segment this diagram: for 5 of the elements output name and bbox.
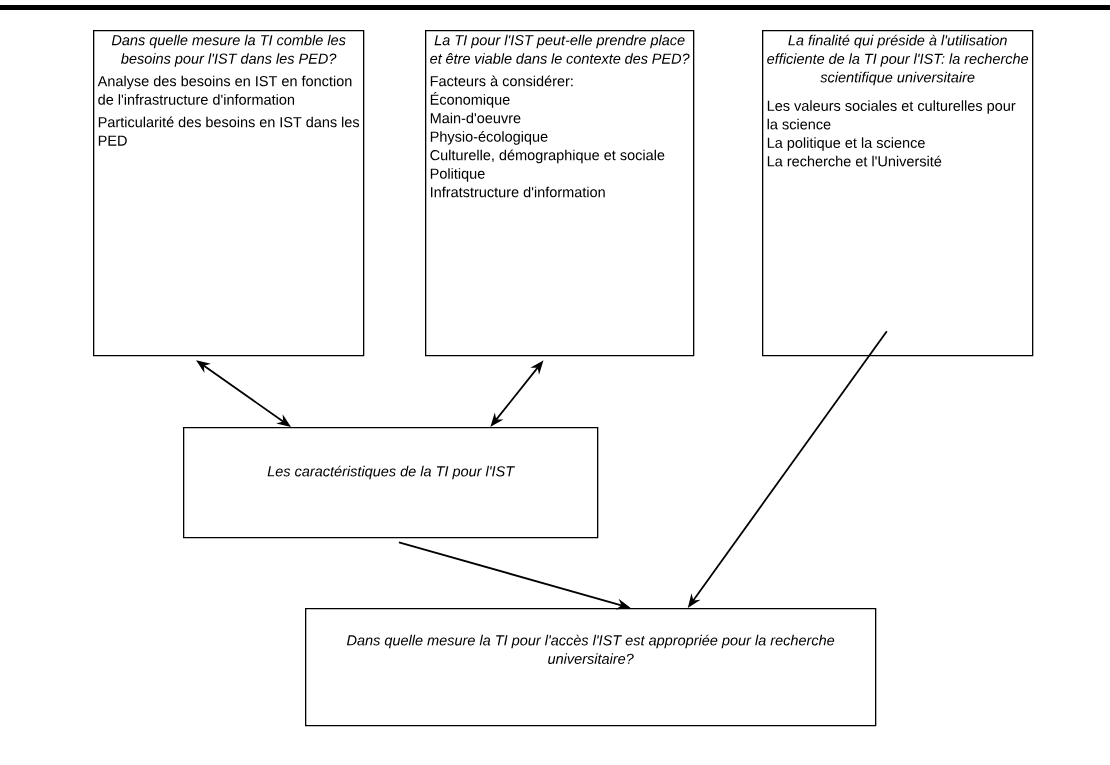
text-box: Dans quelle mesure la TI comble les besoins pour l'IST dans les PED? Analyse des besoins en IST en fonction de l'infrastructure d'information Particularité des besoins en IST dans les PED bbox=[93, 30, 365, 357]
text-box: Les caractéristiques de la TI pour l'IST bbox=[183, 427, 599, 539]
text-box: La TI pour l'IST peut-elle prendre place et être viable dans le contexte des PED? Facteurs à considérer: Économique Main-d'oeuvre Physio-écologique Culturelle, démographique et sociale Politique Infratstructure d'information bbox=[425, 30, 695, 357]
text-box: Dans quelle mesure la TI pour l'accès l'IST est appropriée pour la recherche universitaire? bbox=[305, 608, 877, 727]
text-box: La finalité qui préside à l'utilisation efficiente de la TI pour l'IST: la recherche scientifique universitaire Les valeurs sociales et culturelles pour la science La politique et la science La recherche et l'Université bbox=[762, 30, 1034, 357]
